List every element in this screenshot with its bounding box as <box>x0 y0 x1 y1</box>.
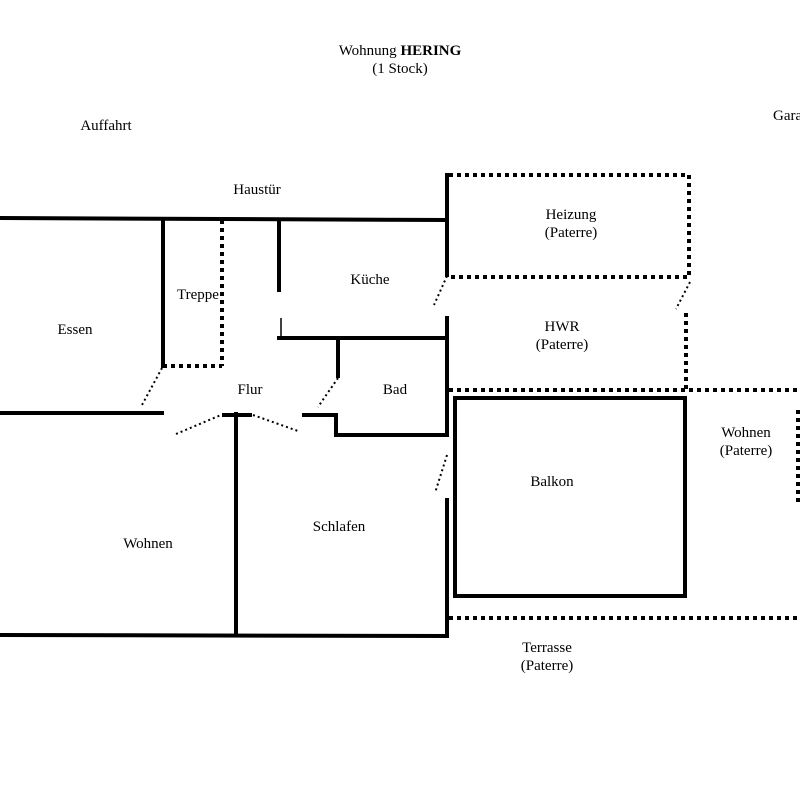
label-front-door: Haustür <box>233 182 281 198</box>
label-driveway: Auffahrt <box>80 118 132 134</box>
ground-heizung: Heizung (Paterre) <box>545 206 597 242</box>
ground-terrasse: Terrasse (Paterre) <box>521 639 573 675</box>
room-treppe: Treppe <box>177 287 219 303</box>
ground-wohnen: Wohnen (Paterre) <box>720 424 772 460</box>
room-balkon: Balkon <box>530 474 574 490</box>
ground-terrasse-level: (Paterre) <box>520 658 574 674</box>
ground-floor-outline <box>449 173 800 620</box>
room-kueche: Küche <box>350 272 390 288</box>
label-garage: Gara <box>773 108 800 124</box>
plan-floor: (1 Stock) <box>372 61 428 77</box>
room-essen: Essen <box>57 322 93 338</box>
plan-title-name: HERING <box>400 43 462 59</box>
room-flur: Flur <box>237 382 263 398</box>
ground-hwr-level: (Paterre) <box>535 337 589 353</box>
ground-heizung-level: (Paterre) <box>544 225 598 241</box>
ground-hwr: HWR (Paterre) <box>536 318 588 354</box>
stair-outline <box>163 220 224 368</box>
ground-heizung-name: Heizung <box>545 207 597 223</box>
walls <box>0 173 450 639</box>
ground-wohnen-level: (Paterre) <box>719 443 773 459</box>
door-swings <box>141 275 691 494</box>
ground-wohnen-name: Wohnen <box>721 425 771 441</box>
balcony-outline <box>453 396 687 598</box>
ground-terrasse-name: Terrasse <box>522 640 572 656</box>
plan-title-prefix: Wohnung <box>338 43 401 59</box>
room-schlafen: Schlafen <box>312 519 366 535</box>
room-wohnen: Wohnen <box>123 536 173 552</box>
plan-title: Wohnung HERING <box>339 42 462 60</box>
room-bad: Bad <box>382 382 408 398</box>
ground-hwr-name: HWR <box>544 319 580 335</box>
